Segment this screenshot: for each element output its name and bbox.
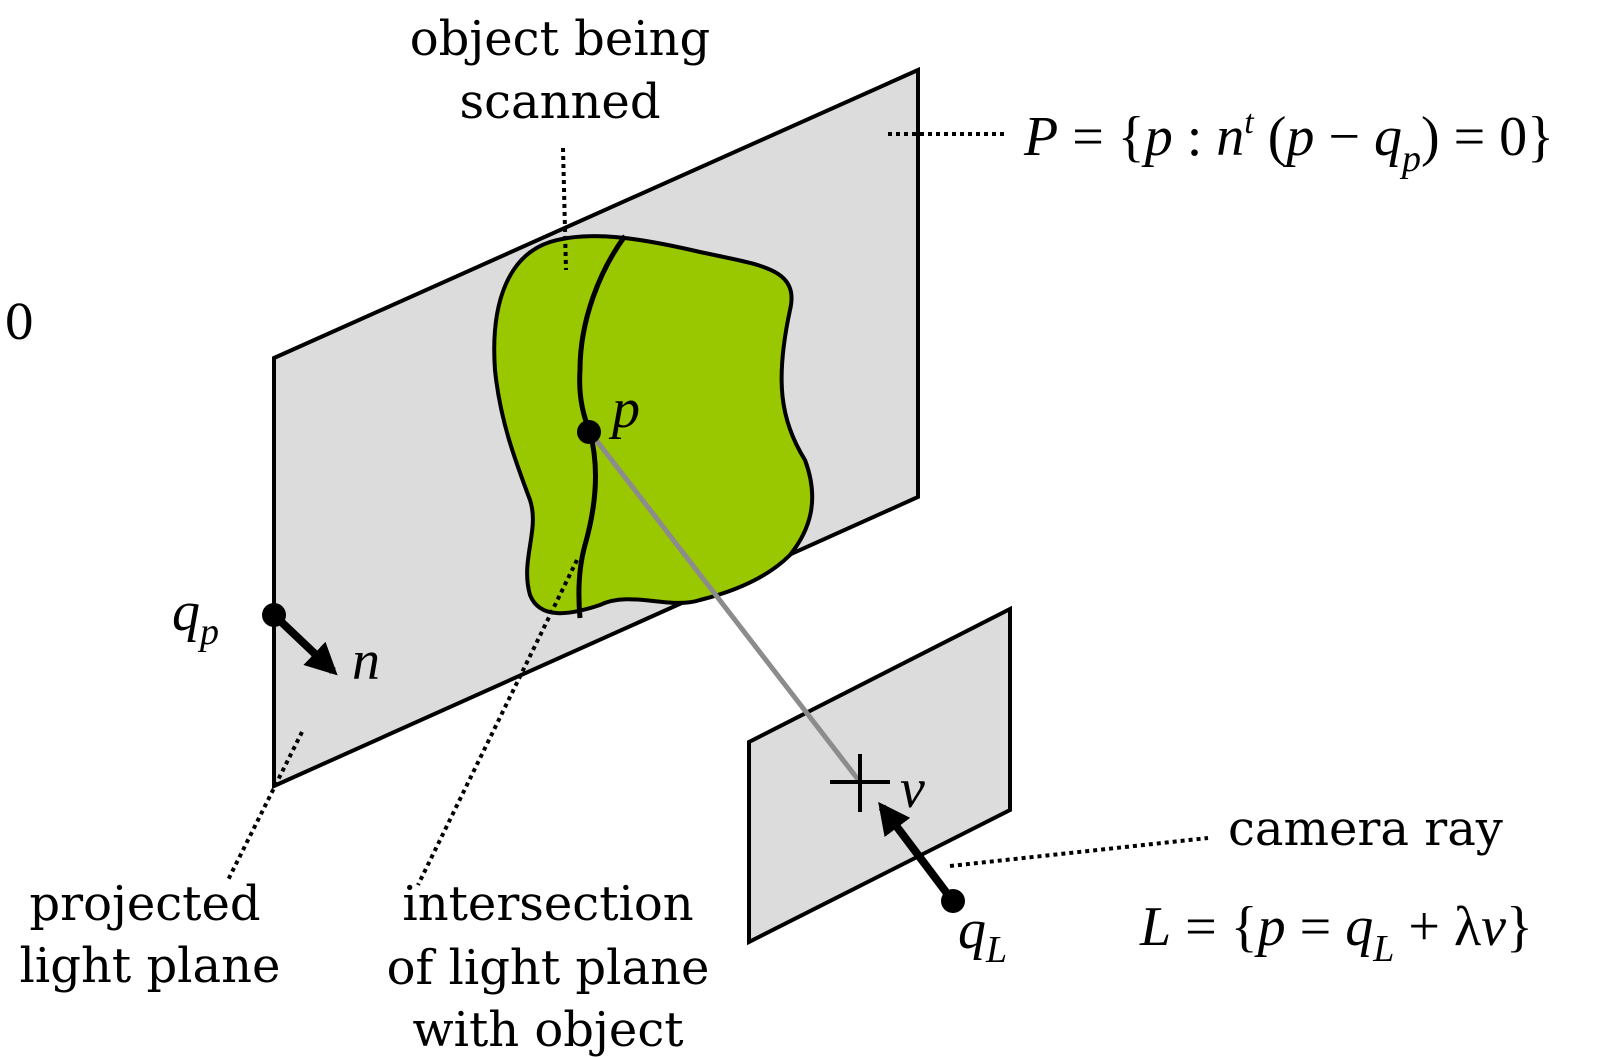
object-label-line2: scanned <box>459 74 660 130</box>
point-p-dot <box>577 420 601 444</box>
point-p-label: p <box>608 378 640 440</box>
zero-label: 0 <box>4 295 35 351</box>
view-v-label: v <box>900 758 925 820</box>
normal-n-label: n <box>352 630 380 692</box>
image-point-crosshair <box>830 754 890 812</box>
qL-label: qL <box>958 899 1007 971</box>
object-label-line1: object being <box>410 11 710 67</box>
scanned-object <box>492 234 815 616</box>
intersection-label-line1: intersection <box>402 876 693 932</box>
line-equation: L = {p = qL + λv} <box>1139 896 1533 970</box>
projected-plane-leader <box>226 731 304 881</box>
view-direction-arrow <box>878 801 956 903</box>
point-qL-dot <box>941 889 965 913</box>
normal-arrow <box>271 612 338 676</box>
qp-label: qp <box>172 581 219 653</box>
camera-ray-line <box>588 430 862 784</box>
point-qp-dot <box>262 603 286 627</box>
camera-image-plane <box>747 605 1012 946</box>
plane-equation: P = {p : nt (p − qp) = 0} <box>1023 104 1554 180</box>
intersection-label-line2: of light plane <box>387 940 710 996</box>
intersection-label-line3: with object <box>413 1002 684 1058</box>
projected-label-line2: light plane <box>20 938 281 994</box>
projected-label-line1: projected <box>29 876 260 932</box>
camera-ray-label: camera ray <box>1228 801 1503 857</box>
camera-ray-leader <box>949 836 1209 868</box>
